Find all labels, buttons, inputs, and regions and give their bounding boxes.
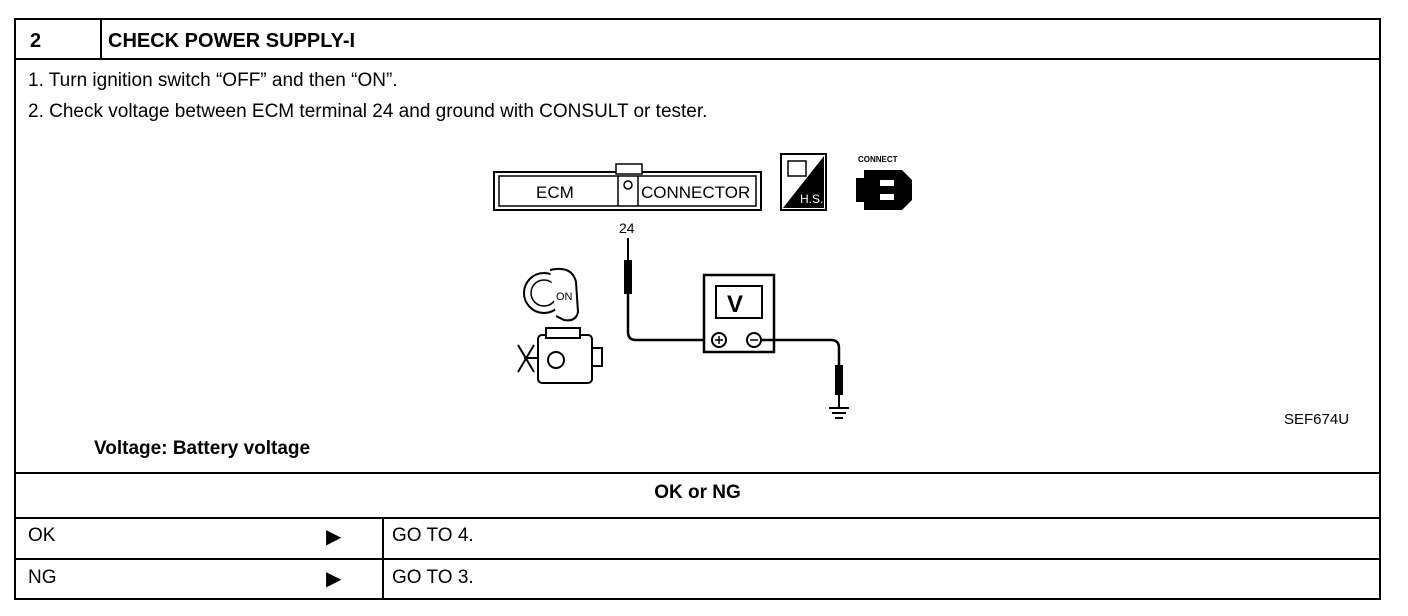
- result-action-ng: GO TO 3.: [392, 567, 474, 588]
- connector-label: CONNECTOR: [641, 183, 750, 202]
- result-label-ng: NG: [28, 567, 57, 588]
- positive-probe: [624, 238, 716, 342]
- terminal-label: 24: [619, 220, 635, 236]
- instruction-step-1: 1. Turn ignition switch “OFF” and then “…: [28, 70, 398, 91]
- divider: [16, 517, 1379, 519]
- hs-label: H.S.: [800, 192, 823, 206]
- arrow-icon: ▶: [326, 568, 342, 590]
- step-number: 2: [30, 30, 42, 52]
- figure-code: SEF674U: [1284, 411, 1350, 428]
- connect-icon: CONNECT: [856, 155, 912, 210]
- ground-probe: [761, 338, 849, 419]
- ecm-connector: ECM CONNECTOR: [493, 163, 762, 211]
- ignition-label: ON: [556, 291, 573, 303]
- divider: [382, 517, 384, 600]
- wiring-diagram: ECM CONNECTOR 24 V: [493, 153, 912, 419]
- ecm-label: ECM: [536, 183, 574, 202]
- ignition-key-icon: ON: [523, 267, 580, 322]
- meter-label: V: [727, 291, 743, 318]
- step-title: CHECK POWER SUPPLY-I: [108, 30, 356, 52]
- hs-icon: H.S.: [780, 153, 827, 211]
- divider: [16, 58, 1379, 60]
- procedure-table: 2 CHECK POWER SUPPLY-I 1. Turn ignition …: [14, 18, 1381, 600]
- result-label-ok: OK: [28, 525, 56, 546]
- result-action-ok: GO TO 4.: [392, 525, 474, 546]
- arrow-icon: ▶: [326, 526, 342, 548]
- voltage-spec: Voltage: Battery voltage: [94, 438, 311, 459]
- divider: [16, 558, 1379, 560]
- instruction-step-2: 2. Check voltage between ECM terminal 24…: [28, 101, 708, 122]
- result-prompt: OK or NG: [654, 482, 741, 503]
- divider: [16, 472, 1379, 474]
- engine-icon: [517, 327, 603, 384]
- connect-label: CONNECT: [858, 155, 898, 164]
- divider: [100, 20, 102, 58]
